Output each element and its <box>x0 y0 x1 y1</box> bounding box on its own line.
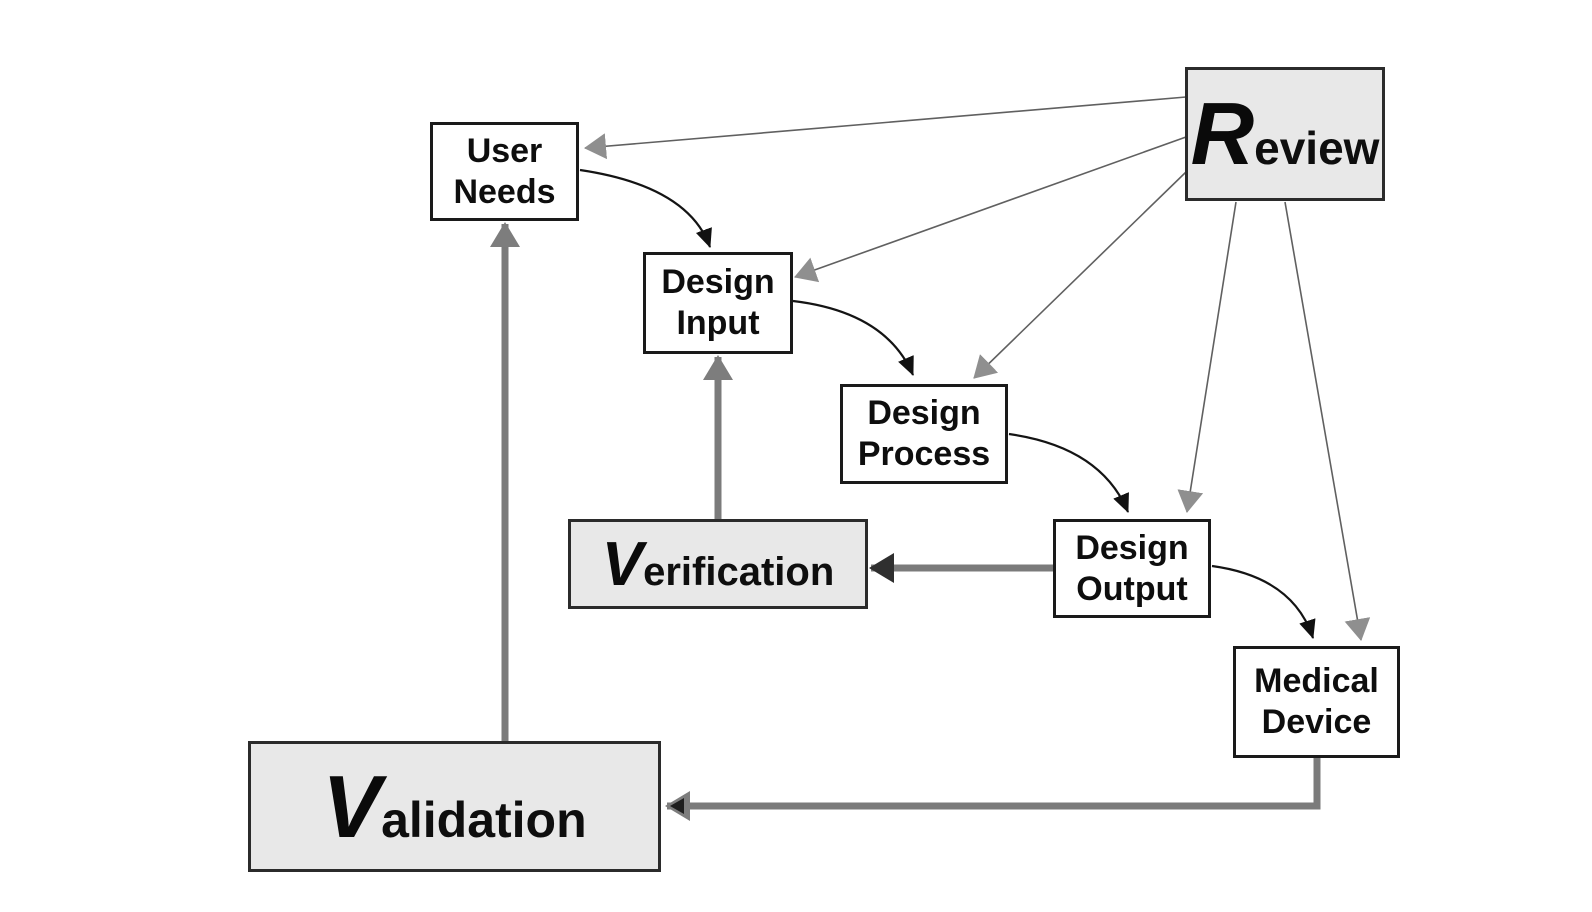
edge-design-process-to-design-output <box>1008 432 1130 513</box>
label-line: Process <box>857 435 991 473</box>
node-medical-device-label: Medical Device <box>1254 661 1379 743</box>
label-line: Device <box>1261 703 1372 741</box>
edge-review-to-design-process <box>973 171 1187 379</box>
node-design-input: Design Input <box>643 252 793 354</box>
node-user-needs-label: User Needs <box>453 131 555 213</box>
edge-review-to-design-output <box>1177 201 1237 513</box>
node-design-output: Design Output <box>1053 519 1211 618</box>
validation-rest: alidation <box>381 791 587 848</box>
validation-initial: V <box>322 756 382 856</box>
edge-user-needs-to-design-input <box>579 168 712 248</box>
node-design-output-label: Design Output <box>1075 528 1188 610</box>
label-line: Input <box>676 304 760 342</box>
node-review: Review <box>1185 67 1385 201</box>
node-verification-label: Verification <box>602 529 835 600</box>
node-verification: Verification <box>568 519 868 609</box>
node-medical-device: Medical Device <box>1233 646 1400 758</box>
edge-design-output-to-medical-device <box>1211 564 1316 639</box>
label-line: Needs <box>453 172 556 211</box>
edge-design-input-to-design-process <box>792 299 915 376</box>
edge-medical-device-to-validation <box>665 758 1321 821</box>
node-design-process: Design Process <box>840 384 1008 484</box>
node-validation: Validation <box>248 741 661 872</box>
node-validation-label: Validation <box>322 756 586 858</box>
review-initial: R <box>1190 84 1255 183</box>
node-design-process-label: Design Process <box>858 393 990 475</box>
review-rest: eview <box>1254 122 1380 174</box>
label-line: Medical <box>1254 662 1379 700</box>
edge-review-to-design-input <box>794 136 1187 283</box>
label-line: Design <box>661 263 775 301</box>
edge-review-to-user-needs <box>584 96 1187 160</box>
label-line: Output <box>1076 569 1188 608</box>
node-design-input-label: Design Input <box>661 262 774 344</box>
verification-initial: V <box>601 529 644 599</box>
node-user-needs: User Needs <box>430 122 579 221</box>
verification-rest: erification <box>643 549 835 594</box>
edge-review-to-medical-device <box>1284 201 1371 641</box>
label-line: Design <box>1075 528 1189 567</box>
label-line: User <box>466 131 543 170</box>
label-line: Design <box>867 394 981 432</box>
node-review-label: Review <box>1191 83 1380 185</box>
